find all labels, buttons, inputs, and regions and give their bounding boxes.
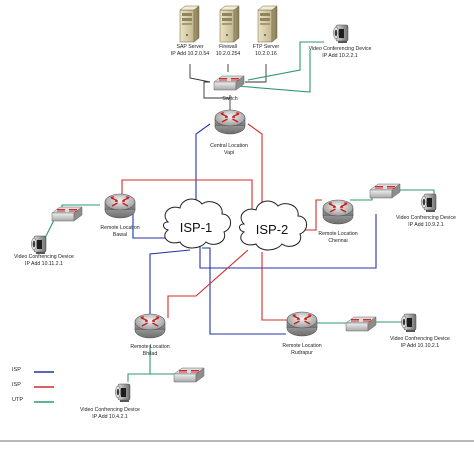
vcd-rudrapur-ip: IP Add 10.10.2.1 <box>401 343 439 349</box>
vcd-chennai: Video Confrencing Device IP Add 10.9.2.1 <box>396 193 456 228</box>
router-icon <box>286 311 318 337</box>
legend-item-isp1: ISP <box>12 367 54 373</box>
legend: ISP ISP UTP <box>12 367 54 403</box>
legend-item-isp2: ISP <box>12 382 54 388</box>
vcd-central-ip: IP Add 10.2.2.1 <box>322 53 357 59</box>
legend-label: UTP <box>12 397 23 403</box>
switch-icon <box>345 316 377 332</box>
switch-label: Switch <box>222 96 237 102</box>
vcd-bhilad-name: Video Confrencing Device <box>80 407 140 413</box>
server-sap-ip: IP Add 10.2.0.54 <box>171 51 209 57</box>
vcd-chennai-name: Video Confrencing Device <box>396 215 456 221</box>
utp-bhilad-vcd <box>127 373 180 382</box>
router-bhilad-name: Remote Location <box>130 344 169 350</box>
isp1-central <box>195 123 211 212</box>
video-camera-icon <box>31 235 47 255</box>
router-rudrapur: Remote Location Rudrapur <box>282 311 322 356</box>
isp1-rudrapur <box>202 247 286 335</box>
router-bawal: Remote Location Bawal <box>100 193 140 238</box>
isp1-chennai <box>199 214 377 269</box>
video-camera-icon <box>401 313 417 333</box>
core-links <box>189 64 267 112</box>
server-ftp-ip: 10.2.0.16 <box>255 51 277 57</box>
link-ftp-switch <box>245 64 267 83</box>
link-switch-loop <box>203 81 230 99</box>
isp1-links <box>132 123 377 335</box>
router-icon <box>214 109 246 135</box>
switch-bawal <box>51 206 83 222</box>
legend-label: ISP <box>12 382 21 388</box>
router-chennai-city: Chennai <box>328 238 347 244</box>
router-rudrapur-city: Rudrapur <box>291 350 313 356</box>
vcd-bawal-ip: IP Add 10.11.2.1 <box>25 261 63 267</box>
utp-central-vcd <box>247 41 324 81</box>
router-bhilad-city: Bhilad <box>143 351 158 357</box>
server-sap-name: SAP Server <box>176 44 203 50</box>
vcd-central-name: Video Conferencing Device <box>309 46 372 52</box>
server-sap: SAP Server IP Add 10.2.0.54 <box>171 5 209 57</box>
switch-icon <box>213 75 245 91</box>
server-sap-icon <box>179 5 200 43</box>
vcd-bhilad: Video Confrencing Device IP Add 10.4.2.1 <box>80 383 140 420</box>
firewall-icon <box>219 5 240 43</box>
router-icon <box>134 313 166 339</box>
vcd-bawal: Video Confrencing Device IP Add 10.11.2.… <box>14 235 74 267</box>
router-icon <box>322 199 354 225</box>
isp2-rudrapur <box>261 252 290 321</box>
legend-label: ISP <box>12 367 21 373</box>
utp-links <box>43 41 435 382</box>
isp1-bhilad <box>149 249 191 318</box>
router-central-city: Vapi <box>224 150 234 156</box>
vcd-bawal-name: Video Confrencing Device <box>14 254 74 260</box>
server-ftp: FTP Server 10.2.0.16 <box>253 5 280 57</box>
vcd-rudrapur-name: Video Confrencing Device <box>390 336 450 342</box>
isp2-bawal <box>121 179 253 212</box>
video-camera-icon <box>333 24 349 44</box>
isp2-bhilad <box>167 249 249 318</box>
vcd-bhilad-ip: IP Add 10.4.2.1 <box>92 414 127 420</box>
server-firewall: Firewall 10.2.0.254 <box>216 5 241 57</box>
switch-icon <box>51 206 83 222</box>
router-chennai-name: Remote Location <box>318 231 357 237</box>
isp1-bawal <box>132 210 172 239</box>
cloud-isp2-label: ISP-2 <box>256 222 289 237</box>
link-sap-switch <box>189 64 211 83</box>
server-ftp-icon <box>257 5 278 43</box>
vcd-chennai-ip: IP Add 10.9.2.1 <box>408 222 443 228</box>
vcd-rudrapur: Video Confrencing Device IP Add 10.10.2.… <box>390 313 450 349</box>
router-bhilad: Remote Location Bhilad <box>130 313 170 357</box>
switch-bhilad <box>173 367 205 383</box>
server-firewall-name: Firewall <box>219 44 237 50</box>
switch-central: Switch <box>213 75 245 102</box>
router-central: Central Location Vapi <box>210 109 248 156</box>
utp-central-vcd-2 <box>236 50 311 93</box>
cloud-isp1-label: ISP-1 <box>180 220 213 235</box>
switch-chennai <box>369 183 401 199</box>
router-bawal-city: Bawal <box>113 232 127 238</box>
router-bawal-name: Remote Location <box>100 225 139 231</box>
isp2-central <box>247 123 263 212</box>
cloud-isp1: ISP-1 <box>163 198 231 249</box>
cloud-isp2-shape <box>239 200 307 251</box>
router-central-name: Central Location <box>210 143 248 149</box>
vcd-central: Video Conferencing Device IP Add 10.2.2.… <box>309 24 372 59</box>
server-firewall-ip: 10.2.0.254 <box>216 51 241 57</box>
cloud-isp1-shape <box>163 198 231 249</box>
switch-icon <box>173 367 205 383</box>
switch-rudrapur <box>345 316 377 332</box>
video-camera-icon <box>115 383 131 403</box>
router-chennai: Remote Location Chennai <box>318 199 358 244</box>
connections <box>43 41 435 382</box>
utp-chennai-switch <box>350 192 373 201</box>
router-rudrapur-name: Remote Location <box>282 343 321 349</box>
cloud-isp2: ISP-2 <box>239 200 307 251</box>
router-icon <box>104 193 136 219</box>
legend-item-utp: UTP <box>12 397 54 403</box>
server-ftp-name: FTP Server <box>253 44 280 50</box>
video-camera-icon <box>421 193 437 213</box>
switch-icon <box>369 183 401 199</box>
